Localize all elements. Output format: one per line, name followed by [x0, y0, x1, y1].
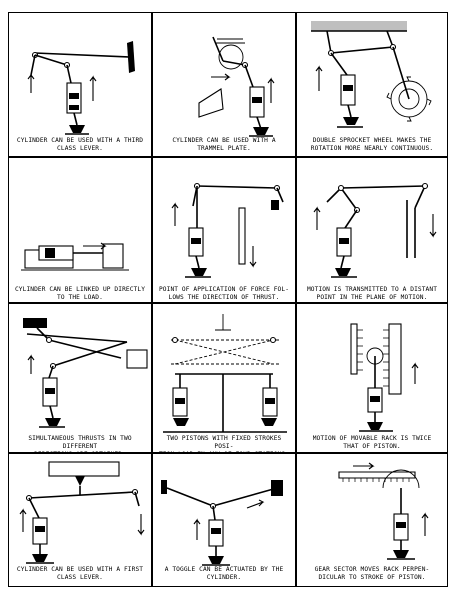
panel-movable-rack: MOTION OF MOVABLE RACK IS TWICE THAT OF … — [296, 303, 448, 453]
panel-trammel-plate: CYLINDER CAN BE USED WITH A TRAMMEL PLAT… — [152, 12, 296, 157]
movable-rack-drawing — [350, 323, 419, 432]
toggle-drawing — [161, 480, 283, 566]
panel-caption: DOUBLE SPROCKET WHEEL MAKES THE ROTATION… — [310, 137, 434, 152]
panel-two-pistons: TWO PISTONS WITH FIXED STROKES POSI- TIO… — [152, 303, 296, 458]
panel-distant-motion: MOTION IS TRANSMITTED TO A DISTANT POINT… — [296, 157, 448, 303]
panel-caption: A TOGGLE CAN BE ACTUATED BY THE CYLINDER… — [164, 566, 284, 581]
gear-sector-drawing — [338, 462, 429, 560]
direct-link-drawing — [21, 242, 129, 271]
double-sprocket-drawing — [311, 21, 432, 128]
panel-caption: CYLINDER CAN BE USED WITH A THIRD CLASS … — [16, 137, 144, 152]
panel-double-sprocket-wheel: DOUBLE SPROCKET WHEEL MAKES THE ROTATION… — [296, 12, 448, 157]
panel-caption: GEAR SECTOR MOVES RACK PERPEN- DICULAR T… — [314, 566, 430, 581]
panel-caption: POINT OF APPLICATION OF FORCE FOL- LOWS … — [158, 286, 290, 301]
third-class-lever-drawing — [27, 41, 135, 135]
panel-linked-directly: CYLINDER CAN BE LINKED UP DIRECTLY TO TH… — [8, 157, 152, 303]
panel-force-follows-thrust: POINT OF APPLICATION OF FORCE FOL- LOWS … — [152, 157, 296, 303]
two-pistons-drawing — [163, 314, 287, 433]
panel-caption: CYLINDER CAN BE LINKED UP DIRECTLY TO TH… — [14, 286, 146, 301]
panel-caption: CYLINDER CAN BE USED WITH A TRAMMEL PLAT… — [172, 137, 276, 152]
panel-first-class-lever: CYLINDER CAN BE USED WITH A FIRST CLASS … — [8, 453, 152, 587]
force-follows-drawing — [171, 182, 284, 278]
panel-toggle: A TOGGLE CAN BE ACTUATED BY THE CYLINDER… — [152, 453, 296, 587]
simultaneous-thrusts-drawing — [23, 318, 148, 428]
panel-caption: MOTION OF MOVABLE RACK IS TWICE THAT OF … — [312, 435, 432, 450]
panel-caption: MOTION IS TRANSMITTED TO A DISTANT POINT… — [306, 286, 438, 301]
panel-caption: CYLINDER CAN BE USED WITH A FIRST CLASS … — [16, 566, 144, 581]
panel-gear-sector: GEAR SECTOR MOVES RACK PERPEN- DICULAR T… — [296, 453, 448, 587]
panel-third-class-lever: CYLINDER CAN BE USED WITH A THIRD CLASS … — [8, 12, 152, 157]
distant-motion-drawing — [313, 182, 437, 278]
panel-grid: CYLINDER CAN BE USED WITH A THIRD CLASS … — [8, 12, 448, 587]
trammel-plate-drawing — [198, 36, 275, 137]
panel-simultaneous-thrusts: SIMULTANEOUS THRUSTS IN TWO DIFFERENT DI… — [8, 303, 152, 458]
first-class-lever-drawing — [19, 461, 145, 564]
